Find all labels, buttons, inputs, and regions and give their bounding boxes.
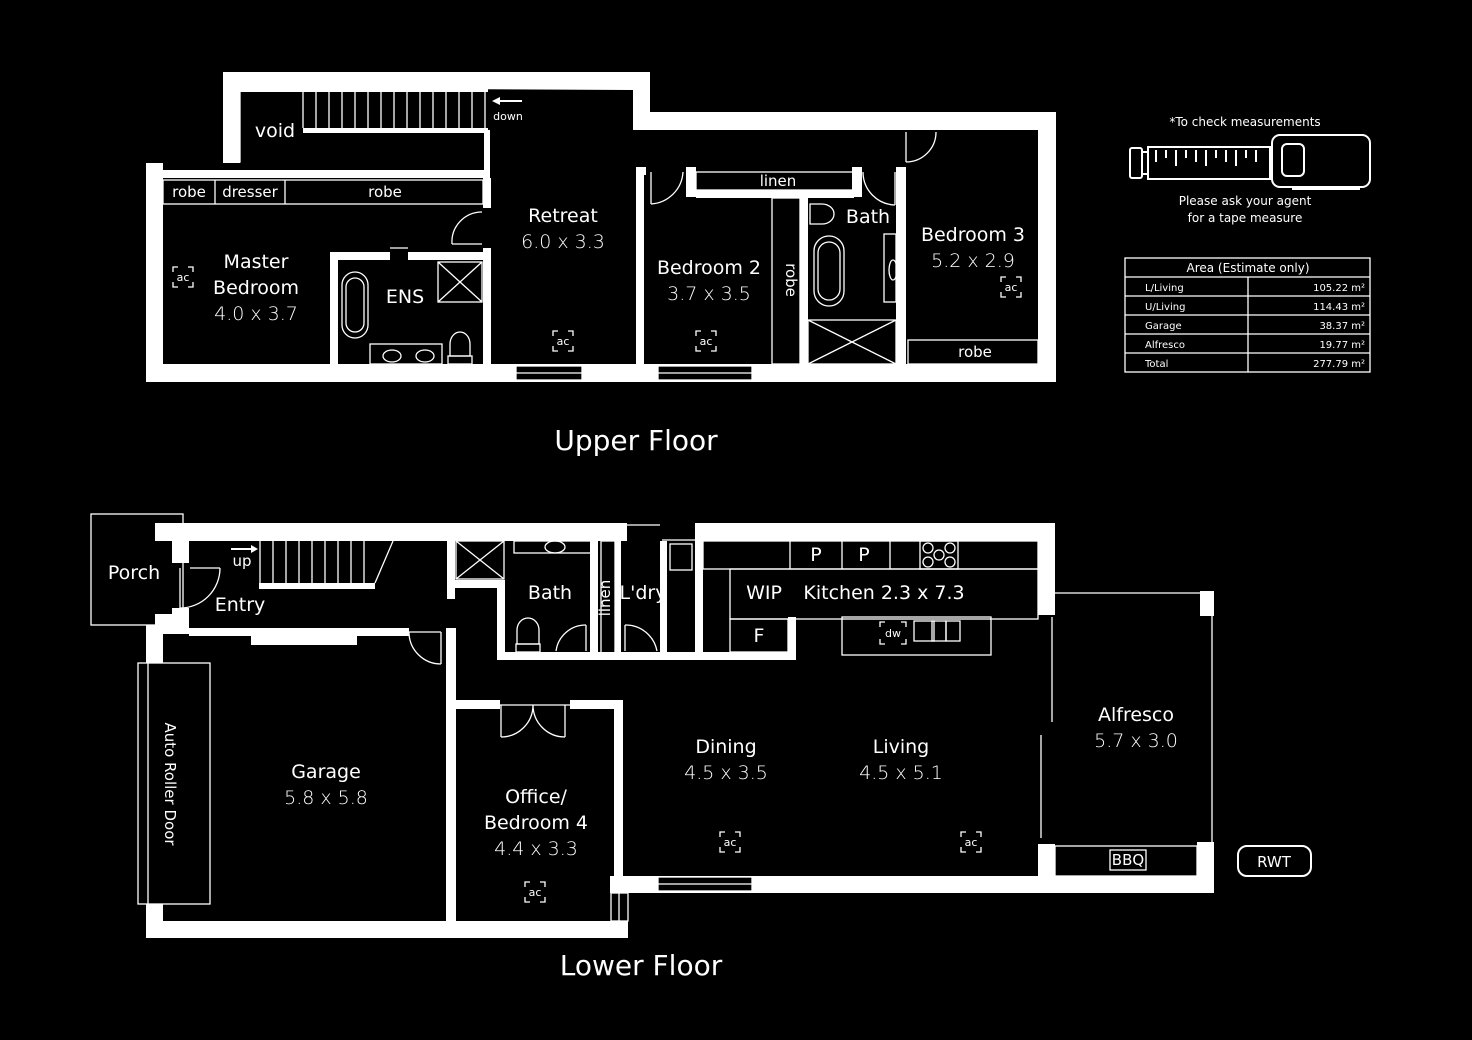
svg-text:ac: ac [724,836,737,849]
kitchen-label: Kitchen 2.3 x 7.3 [803,582,964,604]
bedroom-3-label: Bedroom 3 [921,224,1025,246]
svg-text:ac: ac [177,271,190,284]
rwt-label: RWT [1257,853,1292,871]
area-row-label: Total [1144,359,1168,370]
office-label: Bedroom 4 [484,812,588,834]
alfresco-label: Alfresco [1098,704,1174,726]
living-label: Living [873,736,930,758]
lower-floor-plan [90,513,1312,938]
area-row-label: U/Living [1145,302,1185,313]
robe-label: robe [368,183,402,201]
master-bedroom-dims: 4.0 x 3.7 [214,303,298,325]
pantry-label: P [810,544,821,566]
wip-label: WIP [746,582,782,604]
area-row-label: Alfresco [1145,340,1185,351]
dining-dims: 4.5 x 3.5 [684,762,768,784]
dresser-label: dresser [222,183,278,201]
bedroom-3-dims: 5.2 x 2.9 [931,250,1015,272]
bedroom-2-dims: 3.7 x 3.5 [667,283,751,305]
upper-floor-title: Upper Floor [554,424,718,457]
ac-icon: ac [719,831,741,853]
svg-text:dw: dw [885,627,901,640]
area-row-label: L/Living [1145,283,1184,294]
bath-label: Bath [846,206,890,228]
dishwasher-icon: dw [879,621,907,645]
svg-text:ac: ac [1005,281,1018,294]
robe-label: robe [172,183,206,201]
down-label: down [493,110,523,123]
fridge-label: F [754,625,765,647]
alfresco-dims: 5.7 x 3.0 [1094,730,1178,752]
lower-floor-title: Lower Floor [560,949,723,982]
ac-icon: ac [695,330,717,352]
bbq-label: BBQ [1112,851,1144,869]
office-dims: 4.4 x 3.3 [494,838,578,860]
bedroom-2-label: Bedroom 2 [657,257,761,279]
void-label: void [255,120,295,142]
area-row-value: 277.79 m² [1313,359,1365,370]
area-row-value: 38.37 m² [1319,321,1365,332]
tape-note: *To check measurements [1169,115,1320,129]
upper-floor-plan [146,72,1056,382]
svg-text:ac: ac [557,335,570,348]
laundry-label: L'dry [620,582,667,604]
pantry-label: P [858,544,869,566]
master-bedroom-label: Bedroom [213,277,299,299]
ensuite-label: ENS [386,286,424,308]
ac-icon: ac [524,881,546,903]
dining-label: Dining [695,736,756,758]
svg-text:ac: ac [965,836,978,849]
porch-label: Porch [108,562,160,584]
area-table [1124,257,1371,373]
ac-icon: ac [172,266,194,288]
garage-dims: 5.8 x 5.8 [284,787,368,809]
master-bedroom-label: Master [224,251,289,273]
tape-line-2: for a tape measure [1188,211,1303,225]
area-table-header: Area (Estimate only) [1187,261,1310,275]
retreat-label: Retreat [528,205,598,227]
living-dims: 4.5 x 5.1 [859,762,943,784]
roller-door-label: Auto Roller Door [161,722,179,846]
area-row-value: 105.22 m² [1313,283,1365,294]
bath-label: Bath [528,582,572,604]
robe-label: robe [782,263,800,297]
stairs-upper [302,90,488,133]
tape-measure-icon [1129,134,1371,190]
ac-icon: ac [552,330,574,352]
svg-text:ac: ac [529,886,542,899]
ac-icon: ac [960,831,982,853]
retreat-dims: 6.0 x 3.3 [521,231,605,253]
svg-text:ac: ac [700,335,713,348]
area-row-label: Garage [1145,321,1182,332]
up-label: up [232,552,251,570]
area-row-value: 19.77 m² [1319,340,1365,351]
ac-icon: ac [1000,276,1022,298]
garage-label: Garage [291,761,361,783]
stairs-lower [259,540,394,589]
office-label: Office/ [505,786,567,808]
linen-label: linen [760,172,797,190]
tape-line-1: Please ask your agent [1179,194,1312,208]
linen-label: linen [596,580,614,617]
area-row-value: 114.43 m² [1313,302,1365,313]
robe-label: robe [958,343,992,361]
entry-label: Entry [215,594,266,616]
